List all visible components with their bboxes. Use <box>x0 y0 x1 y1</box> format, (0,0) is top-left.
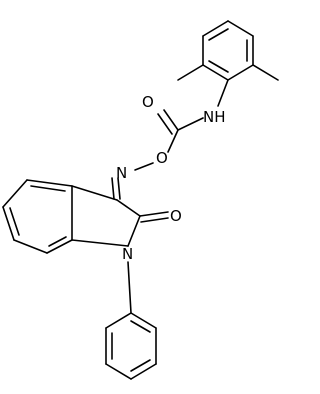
carbonyl-ester-o-bond <box>167 129 179 153</box>
methyl-bond-right <box>252 64 279 81</box>
fused-benzene-ring <box>2 179 73 254</box>
oxime-double-bond-2 <box>111 177 115 200</box>
lactam-oxygen-label: O <box>170 207 182 225</box>
n-phenyl-bond <box>127 261 132 314</box>
carbonyl-double-bond-1 <box>163 109 179 131</box>
methyl-bond-left <box>177 64 204 81</box>
structure-diagram: O NH O N O N <box>2 20 279 380</box>
molecule-drawing: O NH O N O N <box>2 20 279 380</box>
lactam-co-bond-1 <box>139 211 169 217</box>
nh-label: NH <box>203 108 226 126</box>
o-n-bond <box>134 162 154 171</box>
nh-carbonyl-bond <box>177 117 204 131</box>
dimethylphenyl-ring <box>202 20 254 81</box>
carbonyl-double-bond-2 <box>157 113 173 135</box>
carbonyl-oxygen-label: O <box>142 93 154 111</box>
oxime-double-bond-1 <box>117 177 121 200</box>
oxime-nitrogen-label: N <box>116 164 127 182</box>
ester-oxygen-label: O <box>156 149 168 167</box>
lactam-ring <box>71 185 141 247</box>
phenyl-ring <box>105 312 157 380</box>
aryl-nh-bond <box>217 79 229 107</box>
indole-nitrogen-label: N <box>122 245 133 263</box>
lactam-co-bond-2 <box>140 217 169 223</box>
